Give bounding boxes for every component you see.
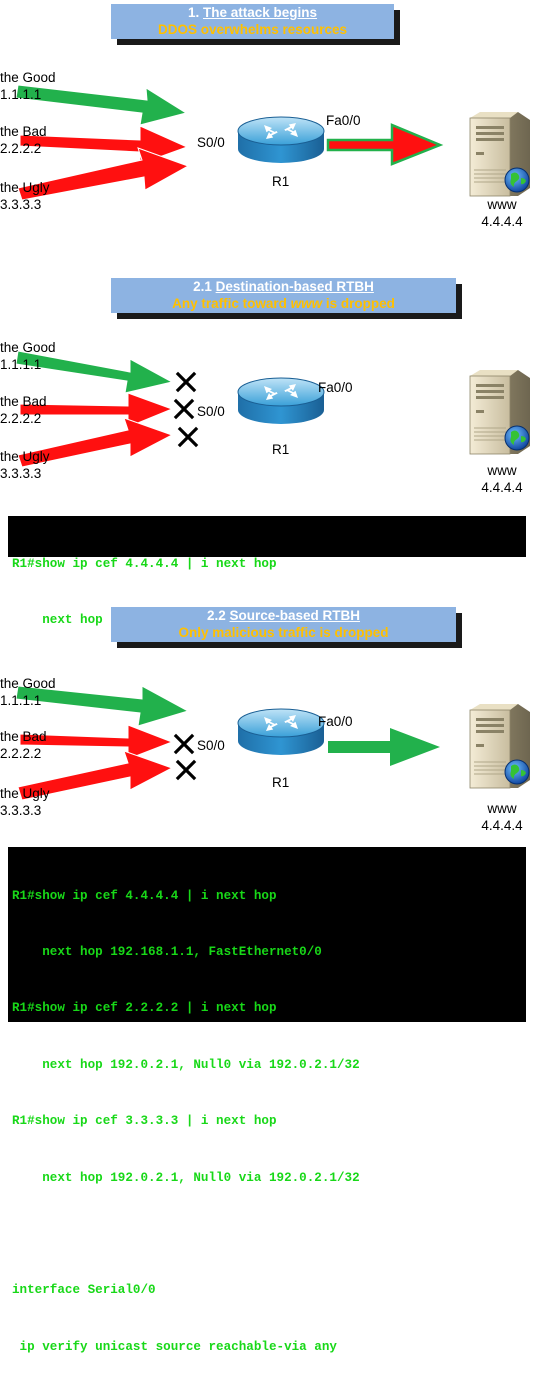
server-icon: [469, 369, 531, 455]
interface-fa00: Fa0/0: [318, 714, 353, 729]
interface-s00: S0/0: [197, 135, 225, 150]
section2-diagram: [15, 350, 531, 468]
interface-fa00: Fa0/0: [318, 380, 353, 395]
terminal-line: R1#show ip cef 2.2.2.2 | i next hop: [12, 1001, 277, 1016]
terminal-line: interface Serial0/0: [12, 1283, 156, 1298]
combined-arrow: [326, 123, 444, 166]
interface-fa00: Fa0/0: [326, 113, 361, 128]
terminal-line: next hop 192.0.2.1, Null0 via 192.0.2.1/…: [12, 1170, 360, 1185]
section3-banner: 2.2 Source-based RTBH Only malicious tra…: [111, 607, 456, 642]
section1-title: 1. The attack begins: [187, 5, 318, 20]
x-drop-icon: [174, 734, 194, 754]
x-drop-icon: [178, 427, 198, 447]
router-label: R1: [272, 442, 290, 457]
terminal-line: ip verify unicast source reachable-via a…: [12, 1339, 337, 1354]
section3-subtitle: Only malicious traffic is dropped: [178, 625, 389, 640]
section2-title: 2.1 Destination-based RTBH: [193, 279, 374, 294]
terminal-output: R1#show ip cef 4.4.4.4 | i next hop next…: [8, 516, 526, 627]
terminal-line: R1#show ip cef 4.4.4.4 | i next hop: [12, 888, 277, 903]
server-icon: [469, 111, 531, 197]
x-drop-icon: [174, 399, 194, 419]
server-icon: [469, 703, 531, 789]
good-arrow: [15, 84, 188, 126]
interface-s00: S0/0: [197, 738, 225, 753]
terminal-line: R1#show ip cef 4.4.4.4 | i next hop: [12, 556, 277, 571]
terminal-output: R1#show ip cef 4.4.4.4 | i next hop next…: [8, 847, 526, 1354]
section2-banner: 2.1 Destination-based RTBH Any traffic t…: [111, 278, 456, 313]
router-icon: [237, 116, 325, 164]
section1-subtitle: DDOS overwhelms resources: [157, 22, 348, 37]
router-label: R1: [272, 174, 290, 189]
terminal-line: R1#show ip cef 3.3.3.3 | i next hop: [12, 1114, 277, 1129]
terminal-line: next hop 192.0.2.1, Null0 via 192.0.2.1/…: [12, 1057, 360, 1072]
x-drop-icon: [176, 760, 196, 780]
x-drop-icon: [176, 372, 196, 392]
terminal-line: next hop 192.168.1.1, FastEthernet0/0: [12, 944, 322, 959]
forward-arrow: [328, 728, 440, 766]
ugly-arrow: [17, 750, 174, 801]
router-icon: [237, 708, 325, 756]
router-icon: [237, 377, 325, 425]
bad-arrow: [19, 724, 174, 760]
interface-s00: S0/0: [197, 404, 225, 419]
good-arrow: [15, 685, 190, 727]
good-arrow: [15, 350, 174, 394]
section1-banner: 1. The attack begins DDOS overwhelms res…: [111, 4, 394, 39]
section1-diagram: [15, 84, 531, 201]
bad-arrow: [19, 392, 174, 428]
router-label: R1: [272, 775, 290, 790]
section3-title: 2.2 Source-based RTBH: [206, 608, 361, 623]
section3-diagram: [15, 685, 531, 801]
terminal-line: [8, 1225, 526, 1244]
ugly-arrow: [17, 147, 190, 201]
ugly-arrow: [17, 417, 174, 468]
section2-subtitle: Any traffic toward www is dropped: [172, 296, 395, 311]
